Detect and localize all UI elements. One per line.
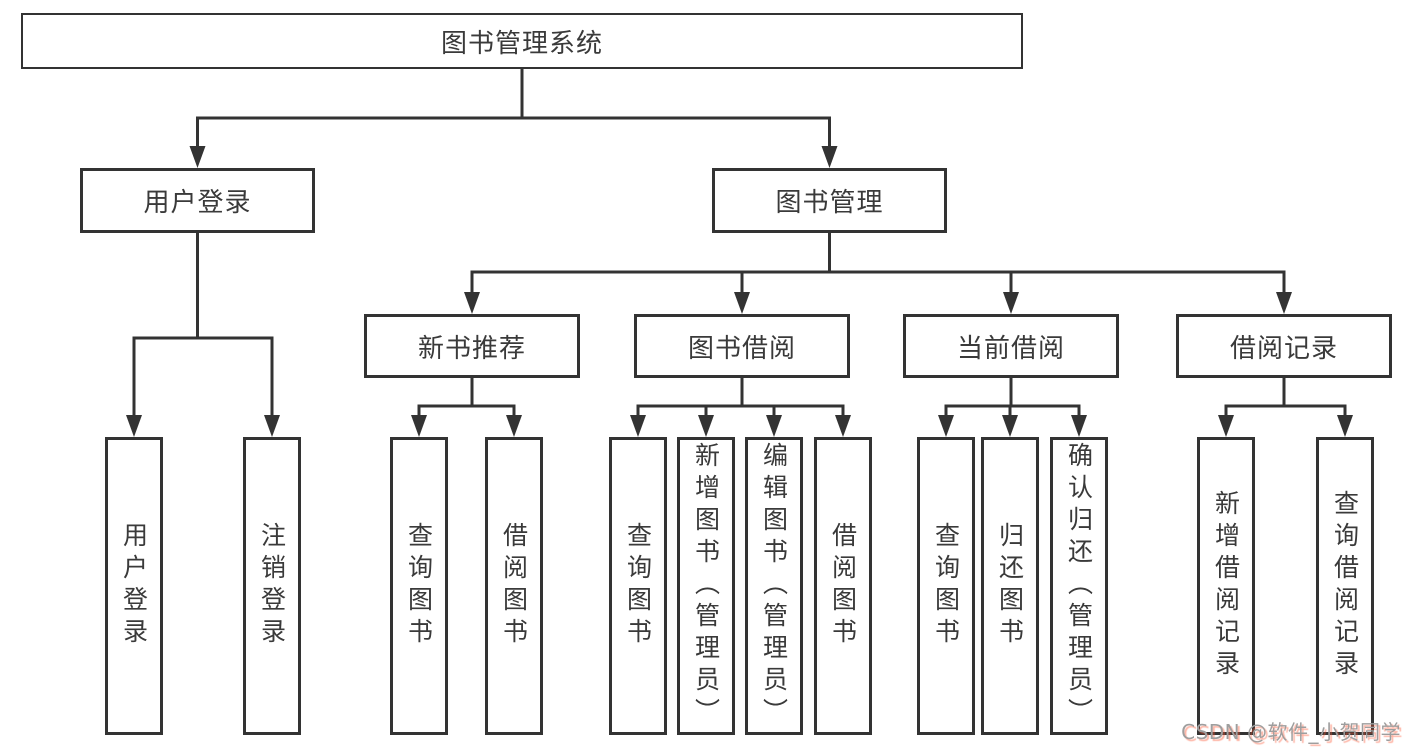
node-book-borrow: 图书借阅: [634, 314, 850, 378]
node-label: 归还图书: [995, 522, 1025, 650]
node-label: 借阅图书: [828, 522, 858, 650]
node-label: 借阅记录: [1229, 333, 1338, 364]
node-label: 查询图书: [931, 522, 961, 650]
node-label: 查询图书: [404, 522, 434, 650]
node-borrow-record: 借阅记录: [1176, 314, 1392, 378]
node-new-book-recommend: 新书推荐: [364, 314, 580, 378]
node-library-management-system: 图书管理系统: [21, 13, 1023, 69]
branch-root-to-level2: [189, 69, 838, 168]
leaf-query-book-1: 查询图书: [390, 437, 448, 735]
branch-user-login: [126, 233, 280, 437]
leaf-borrow-book-1: 借阅图书: [485, 437, 543, 735]
node-label: 新增图书（管理员）: [691, 442, 721, 730]
branch-new-book: [411, 378, 522, 437]
leaf-add-borrow-record: 新增借阅记录: [1197, 437, 1255, 735]
node-label: 当前借阅: [956, 333, 1065, 364]
leaf-query-book-2: 查询图书: [609, 437, 667, 735]
leaf-add-book-admin: 新增图书（管理员）: [677, 437, 735, 735]
node-label: 用户登录: [119, 522, 149, 650]
node-current-borrow: 当前借阅: [903, 314, 1119, 378]
leaf-user-login: 用户登录: [105, 437, 163, 735]
leaf-edit-book-admin: 编辑图书（管理员）: [745, 437, 803, 735]
leaf-query-book-3: 查询图书: [917, 437, 975, 735]
node-label: 编辑图书（管理员）: [759, 442, 789, 730]
leaf-confirm-return-admin: 确认归还（管理员）: [1050, 437, 1108, 735]
leaf-logout: 注销登录: [243, 437, 301, 735]
branch-book-borrow: [630, 378, 851, 437]
node-label: 图书管理: [775, 188, 884, 218]
node-book-management: 图书管理: [712, 168, 947, 233]
branch-current-borrow: [938, 378, 1087, 437]
node-label: 用户登录: [143, 188, 252, 218]
node-label: 新增借阅记录: [1211, 490, 1241, 682]
node-label: 新书推荐: [417, 333, 526, 364]
leaf-query-borrow-record: 查询借阅记录: [1316, 437, 1374, 735]
branch-borrow-record: [1218, 378, 1353, 437]
node-label: 注销登录: [257, 522, 287, 650]
node-label: 确认归还（管理员）: [1064, 442, 1094, 730]
leaf-borrow-book-2: 借阅图书: [814, 437, 872, 735]
leaf-return-book: 归还图书: [981, 437, 1039, 735]
node-user-login: 用户登录: [80, 168, 315, 233]
node-label: 借阅图书: [499, 522, 529, 650]
csdn-watermark: CSDN @软件_小贺同学: [1181, 720, 1401, 744]
node-label: 图书管理系统: [440, 28, 603, 59]
branch-book-management: [464, 233, 1292, 314]
node-label: 查询图书: [623, 522, 653, 650]
node-label: 图书借阅: [687, 333, 796, 364]
node-label: 查询借阅记录: [1330, 490, 1360, 682]
